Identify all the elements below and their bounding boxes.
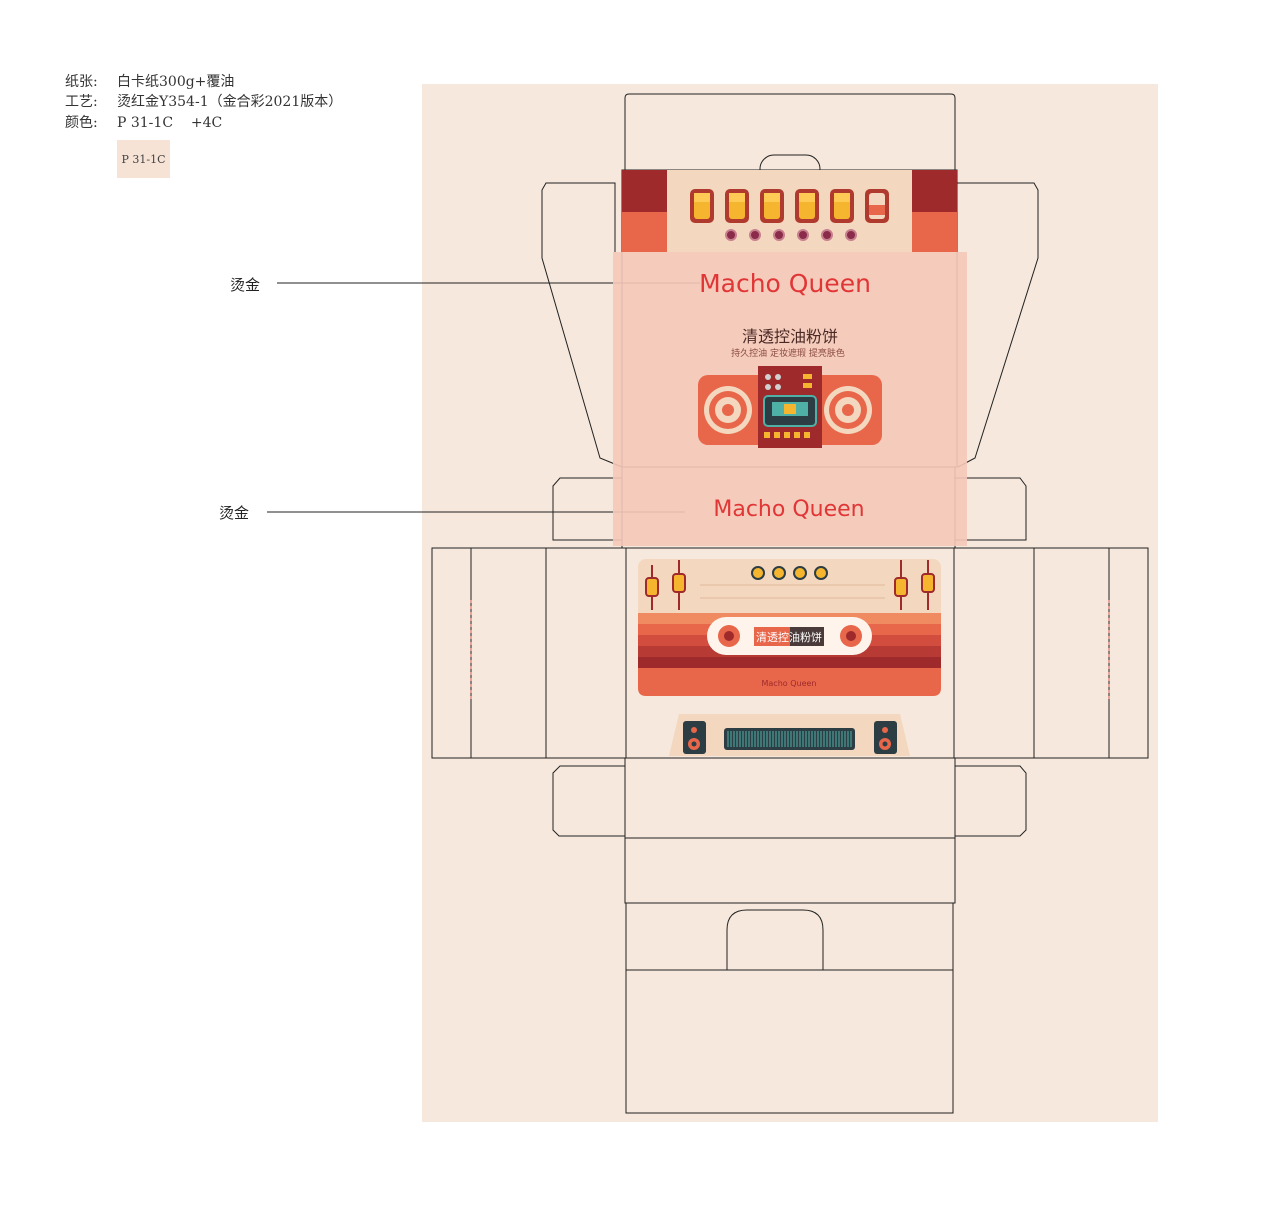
speaker-bar [669, 714, 910, 756]
header-band [622, 170, 957, 252]
bottom-tuck-flap [625, 902, 954, 1114]
knob-icon [751, 566, 765, 580]
boombox-illustration [698, 366, 882, 448]
indicator-dot-icon [845, 229, 857, 241]
toggle-switch-icon [795, 189, 819, 223]
top-tuck-flap [624, 93, 956, 170]
top-product-name: 清透控油粉饼 [742, 327, 838, 346]
toggle-switch-icon [865, 189, 889, 223]
lower-left-tab [552, 765, 625, 837]
spec-paper: 纸张: 白卡纸300g+覆油 [65, 72, 234, 92]
callout-hot-foil-top: 烫金 [230, 276, 261, 294]
indicator-dot-icon [725, 229, 737, 241]
spec-process: 工艺: 烫红金Y354-1（金合彩2021版本） [65, 92, 342, 112]
indicator-dot-icon [749, 229, 761, 241]
indicator-dot-icon [821, 229, 833, 241]
speaker-left-icon [704, 386, 752, 434]
top-tagline: 持久控油 定妆遮瑕 提亮肤色 [731, 347, 845, 359]
indicator-dot-icon [773, 229, 785, 241]
switch-row [690, 189, 889, 241]
mini-speaker-right-icon [874, 721, 897, 754]
spine-right-tab [955, 477, 1027, 541]
toggle-switch-icon [830, 189, 854, 223]
spec-color-value: P 31-1C +4C [117, 115, 223, 131]
indicator-dot-icon [797, 229, 809, 241]
toggle-switch-icon [690, 189, 714, 223]
spec-process-label: 工艺: [65, 94, 98, 110]
equalizer-display-icon [724, 728, 855, 750]
knob-icon [814, 566, 828, 580]
spec-paper-label: 纸张: [65, 74, 98, 90]
front-brand-text: Macho Queen [762, 679, 817, 688]
front-artwork [638, 559, 941, 696]
spec-color: 颜色: P 31-1C +4C [65, 113, 222, 133]
knob-icon [793, 566, 807, 580]
spec-process-value: 烫红金Y354-1（金合彩2021版本） [117, 94, 343, 110]
mini-speaker-left-icon [683, 721, 706, 754]
spec-paper-value: 白卡纸300g+覆油 [117, 74, 235, 90]
spec-color-label: 颜色: [65, 115, 98, 131]
thumb-notch [726, 909, 824, 970]
upper-left-flap [541, 182, 623, 468]
spine-brand-text: Macho Queen [713, 497, 864, 522]
callout-hot-foil-middle: 烫金 [219, 504, 250, 522]
fader-right-icon [894, 560, 935, 610]
spine-panel-pink [613, 467, 967, 546]
top-brand-text: Macho Queen [699, 269, 871, 298]
spine-left-tab [552, 477, 622, 541]
toggle-switch-icon [760, 189, 784, 223]
fader-left-icon [645, 560, 686, 610]
lower-right-tab [955, 765, 1027, 837]
front-product-label: 清透控油粉饼 [756, 630, 822, 644]
speaker-right-icon [824, 386, 872, 434]
color-swatch: P 31-1C [117, 140, 170, 178]
knob-icon [772, 566, 786, 580]
toggle-switch-icon [725, 189, 749, 223]
